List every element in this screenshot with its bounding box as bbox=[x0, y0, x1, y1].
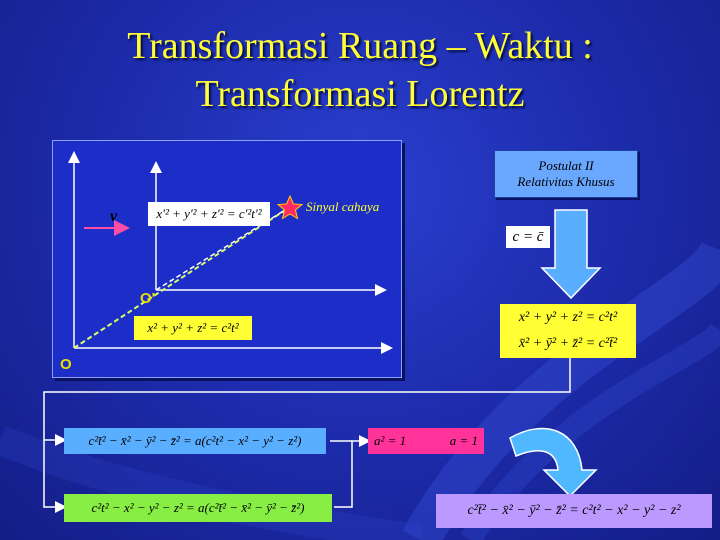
a-equals-one: a = 1 bbox=[449, 433, 478, 448]
curved-arrow-icon bbox=[509, 427, 598, 498]
signal-label: Sinyal cahaya bbox=[306, 199, 380, 214]
postulate-line-2: Relativitas Khusus bbox=[517, 174, 615, 189]
slide-title: Transformasi Ruang – Waktu : Transformas… bbox=[0, 22, 720, 118]
rest-frame-equation: x² + y² + z² = c²t² bbox=[134, 316, 252, 340]
interval-equation-moving: x̄² + ȳ² + z̄² = c²t̄² bbox=[518, 336, 618, 351]
origin-rest-label: O bbox=[60, 356, 72, 373]
scaling-equation-a: c²t̄² − x̄² − ȳ² − z̄² = a(c²t² − x² − y… bbox=[64, 428, 326, 454]
a-squared-equals-one: a² = 1 bbox=[374, 433, 407, 448]
down-arrow-icon bbox=[540, 209, 602, 300]
scaling-result-box: a² = 1 a = 1 bbox=[368, 428, 484, 454]
scaling-equation-b: c²t² − x² − y² − z² = a(c²t̄² − x̄² − ȳ²… bbox=[64, 494, 332, 522]
title-line-2: Transformasi Lorentz bbox=[195, 73, 525, 115]
light-ray-from-o bbox=[73, 206, 291, 349]
velocity-label: v bbox=[110, 208, 118, 225]
title-line-1: Transformasi Ruang – Waktu : bbox=[127, 25, 593, 67]
origin-moving-label: O' bbox=[140, 290, 156, 307]
postulate-line-1: Postulat II bbox=[538, 158, 594, 173]
moving-frame-equation: x'² + y'² + z'² = c'²t'² bbox=[148, 202, 270, 226]
interval-equation-rest: x² + y² + z² = c²t² bbox=[518, 310, 618, 325]
invariant-interval-equation: c²t̄² − x̄² − ȳ² − z̄² = c²t² − x² − y² … bbox=[436, 494, 712, 528]
light-signal-star-icon bbox=[276, 194, 304, 220]
connector-to-eq-b bbox=[43, 440, 67, 513]
speed-of-light-equation: c = c̄ bbox=[506, 226, 550, 248]
postulate-box: Postulat II Relativitas Khusus bbox=[494, 150, 638, 198]
connector-to-result bbox=[334, 435, 371, 508]
interval-equation-pair: x² + y² + z² = c²t² x̄² + ȳ² + z̄² = c²t… bbox=[500, 304, 636, 358]
connector-to-eq-a bbox=[43, 358, 571, 446]
